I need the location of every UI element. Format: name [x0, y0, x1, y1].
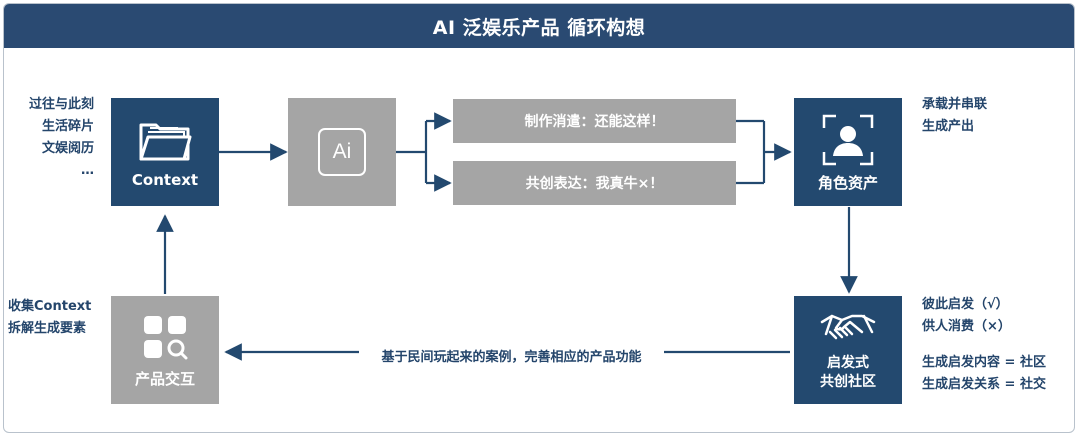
connector-layer [156, 112, 858, 361]
note-line: 彼此启发（√） [922, 297, 1009, 312]
product-label: 产品交互 [134, 369, 195, 388]
ai-box: Ai [288, 98, 396, 206]
community-label-line1: 启发式 [827, 355, 869, 371]
note-line: 过往与此刻 [28, 97, 94, 112]
product-box: 产品交互 [111, 296, 219, 404]
role-box: 角色资产 [794, 98, 902, 206]
note-spacer [922, 338, 1072, 352]
note-line: 文娱阅历 [41, 141, 94, 156]
note-line: 生成启发内容 = 社区 [922, 355, 1046, 370]
bar-top: 制作消遣：还能这样！ [453, 99, 736, 143]
right-bottom-notes: 彼此启发（√） 供人消费（×） 生成启发内容 = 社区 生成启发关系 = 社交 [922, 294, 1072, 396]
note-line: 生活碎片 [41, 119, 94, 134]
bar-bottom: 共创表达：我真牛×！ [453, 161, 736, 205]
ai-app-icon: Ai [318, 128, 366, 176]
handshake-icon [820, 314, 876, 340]
ai-icon-label: Ai [332, 140, 352, 163]
note-line: 收集Context [8, 299, 92, 314]
folder-icon [139, 123, 192, 160]
note-line: 供人消费（×） [922, 319, 1011, 334]
context-label: Context [131, 170, 199, 189]
right-top-notes: 承载并串联 生成产出 [922, 94, 1042, 138]
role-label: 角色资产 [817, 173, 878, 192]
note-line: … [81, 163, 94, 178]
left-bottom-notes: 收集Context 拆解生成要素 [8, 296, 108, 340]
bottom-arrow-label: 基于民间玩起来的案例，完善相应的产品功能 [359, 347, 664, 369]
note-line: 生成产出 [922, 119, 975, 134]
left-top-notes: 过往与此刻 生活碎片 文娱阅历 … [10, 94, 94, 182]
diagram-title: AI 泛娱乐产品 循环构想 [4, 4, 1074, 48]
apps-search-icon [144, 315, 188, 359]
diagram-frame: AI 泛娱乐产品 循环构想 [3, 3, 1075, 433]
note-line: 承载并串联 [922, 97, 988, 112]
context-box: Context [111, 98, 219, 206]
note-line: 生成启发关系 = 社交 [922, 377, 1046, 392]
community-box: 启发式 共创社区 [794, 296, 902, 404]
user-portrait-icon [822, 114, 874, 165]
community-label: 启发式 共创社区 [820, 354, 876, 392]
note-line: 拆解生成要素 [8, 321, 87, 336]
community-label-line2: 共创社区 [820, 374, 876, 390]
